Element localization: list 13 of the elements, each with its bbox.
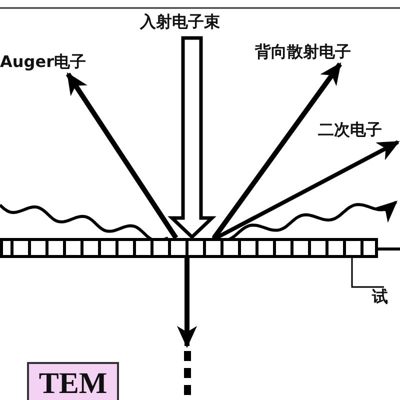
electron-label: Auger电子	[0, 52, 100, 74]
arrow	[66, 72, 178, 240]
specimen-bar	[0, 238, 378, 258]
beam-label: 入射电子束	[140, 12, 234, 34]
tem-box: TEM	[27, 362, 119, 400]
arrow	[212, 62, 342, 240]
arrow	[215, 140, 400, 240]
electron-label: 背向散射电子	[255, 42, 377, 64]
beam-arrow	[168, 36, 216, 240]
arrow	[177, 258, 197, 348]
electron-label: 二次电子	[318, 120, 400, 142]
leader-line	[351, 258, 384, 288]
specimen-label: 试	[372, 287, 396, 309]
